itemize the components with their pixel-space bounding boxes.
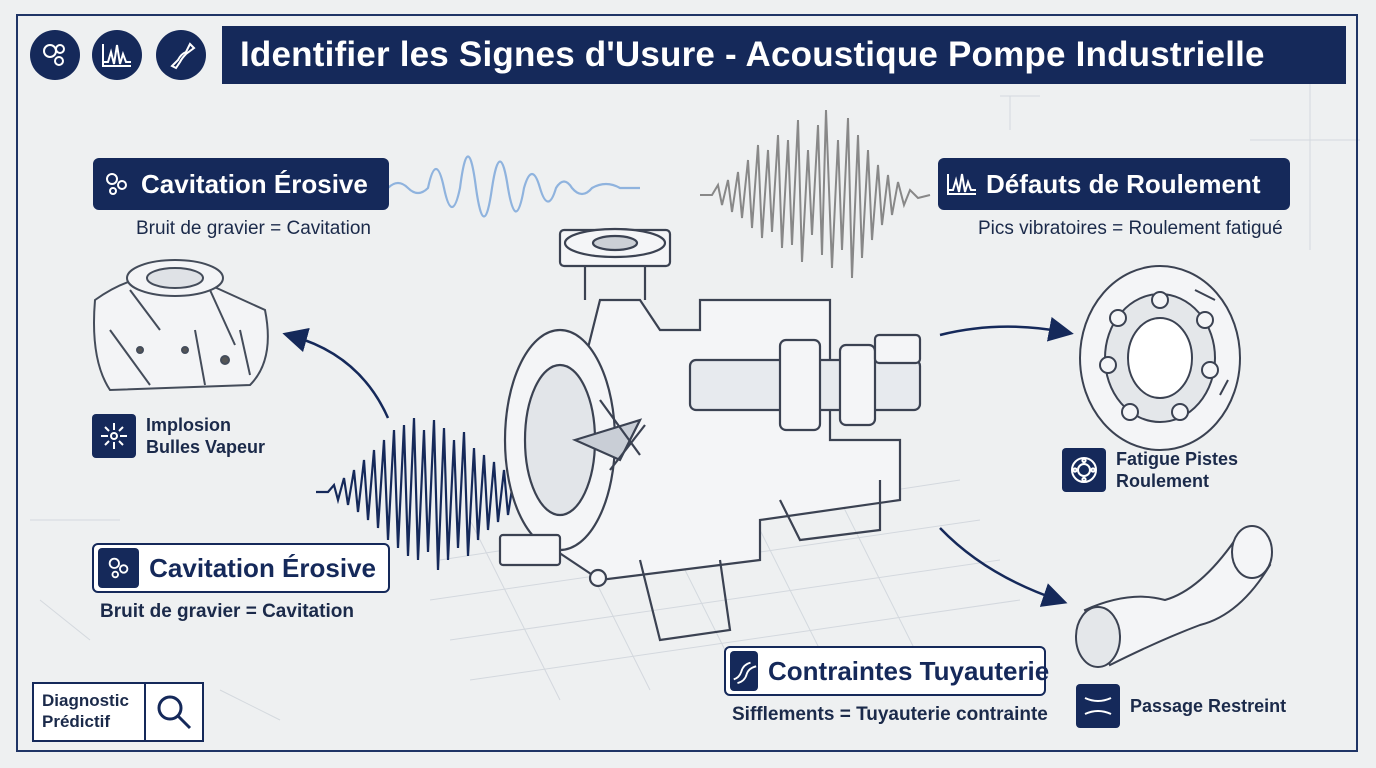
eroded-impeller-drawing [93,259,269,392]
bearing-fatigue-line2: Roulement [1116,471,1210,491]
diagnostic-line1: Diagnostic [42,691,129,710]
cavitation-top-caption: Bruit de gravier = Cavitation [136,218,371,239]
waveform-icon [92,30,142,80]
piping-title: Contraintes Tuyauterie [768,655,1050,686]
cavitation-wave-light [387,155,640,218]
implosion-callout: Implosion Bulles Vapeur [92,414,265,458]
page-frame [16,14,1358,752]
pipe-icon [730,651,758,691]
cavitation-bottom-title: Cavitation Érosive [149,552,376,583]
starburst-icon [92,414,136,458]
centrifugal-pump-drawing [498,227,922,642]
implosion-line2: Bulles Vapeur [146,437,266,457]
bearing-label: Défauts de Roulement [938,158,1290,210]
arrow-to-pipe [939,527,1068,607]
cavitation-bottom-caption: Bruit de gravier = Cavitation [100,601,354,622]
damaged-bearing-drawing [1079,265,1241,451]
restricted-passage-callout: Passage Restreint [1076,684,1286,728]
diagnostic-line2: Prédictif [42,712,111,731]
implosion-line1: Implosion [146,415,231,435]
bubbles-icon [30,30,80,80]
cavitation-bottom-label: Cavitation Érosive [92,543,390,593]
cavitation-top-label: Cavitation Érosive [93,158,389,210]
page-title-text: Identifier les Signes d'Usure - Acoustiq… [240,35,1265,74]
diagnostic-box: Diagnostic Prédictif [32,682,204,742]
pipe-icon [156,30,206,80]
bearing-wave-gray [700,109,931,279]
central-sound-wave [316,417,559,571]
restricted-passage-text: Passage Restreint [1130,696,1287,716]
bearing-title: Défauts de Roulement [986,168,1261,199]
arrow-to-bearing [939,316,1074,342]
restricted-pipe-drawing [1075,525,1273,668]
bearing-icon [1062,448,1106,492]
bubbles-icon [98,548,140,588]
bubbles-icon [93,158,141,210]
piping-label: Contraintes Tuyauterie [724,646,1049,696]
magnifier-icon [146,684,202,740]
waveform-icon [938,158,986,210]
restriction-icon [1076,684,1120,728]
page-title: Identifier les Signes d'Usure - Acoustiq… [222,26,1346,84]
bearing-fatigue-line1: Fatigue Pistes [1116,449,1239,469]
arrow-to-impeller [282,328,390,419]
cavitation-top-title: Cavitation Érosive [141,168,368,199]
piping-caption: Sifflements = Tuyauterie contrainte [732,704,1048,725]
bearing-caption: Pics vibratoires = Roulement fatigué [978,218,1283,239]
bearing-fatigue-callout: Fatigue Pistes Roulement [1062,448,1238,492]
